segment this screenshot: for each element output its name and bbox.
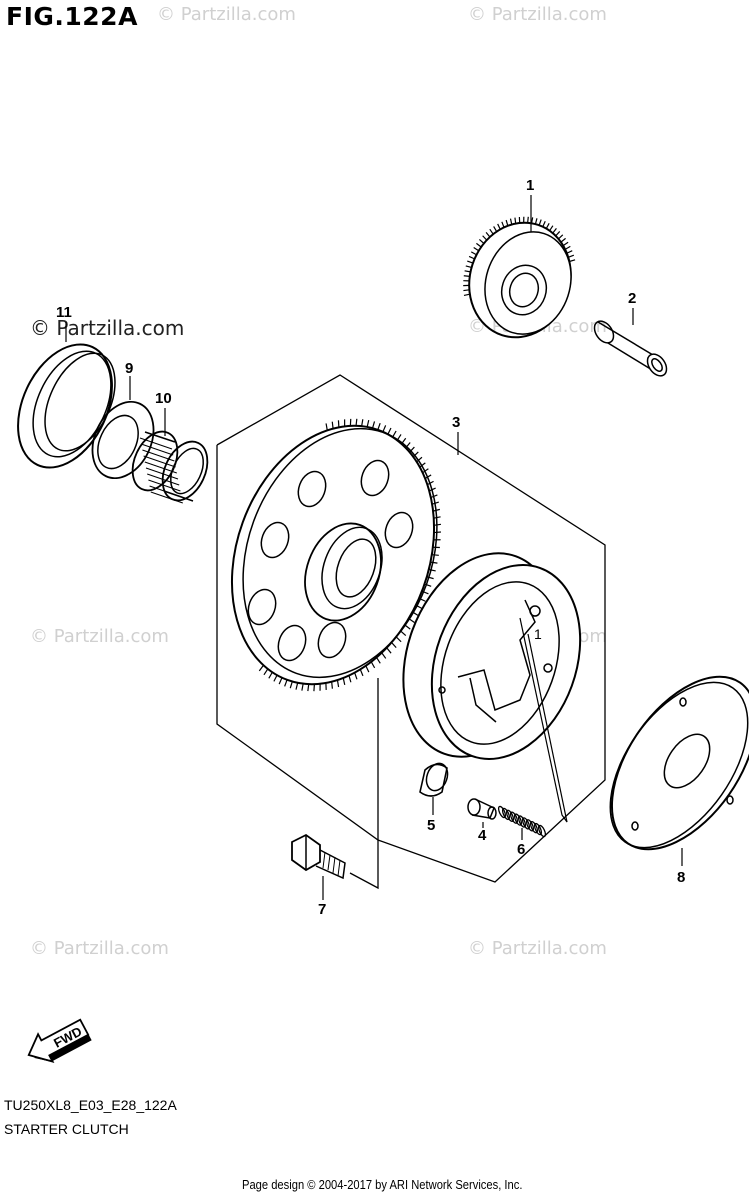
callout-1[interactable]: 1 <box>526 177 535 194</box>
watermark: © Partzilla.com <box>30 316 185 340</box>
watermark: © Partzilla.com <box>30 626 169 647</box>
figure-title: FIG.122A <box>6 2 138 31</box>
part-2-shaft[interactable] <box>591 318 671 380</box>
callout-leaders <box>65 195 683 900</box>
callout-9[interactable]: 9 <box>125 360 134 377</box>
callout-6[interactable]: 6 <box>517 841 526 858</box>
part-3-driven-gear[interactable] <box>197 397 470 713</box>
part-7-bolt[interactable] <box>291 833 346 880</box>
model-code: TU250XL8_E03_E28_122A <box>4 1097 177 1113</box>
part-6-spring[interactable] <box>497 805 547 838</box>
callout-10[interactable]: 10 <box>155 390 172 407</box>
fwd-arrow-icon: FWD <box>27 1018 92 1064</box>
callout-8[interactable]: 8 <box>677 869 686 886</box>
part-1-gear[interactable] <box>455 209 586 350</box>
watermark: © Partzilla.com <box>468 4 607 25</box>
callout-11[interactable]: 11 <box>56 304 72 321</box>
assembly-box <box>216 374 606 883</box>
part-10-bearing[interactable] <box>124 424 216 507</box>
callout-4[interactable]: 4 <box>478 827 487 844</box>
section-title: STARTER CLUTCH <box>4 1121 129 1137</box>
part-11-ring[interactable] <box>0 329 131 482</box>
callout-5[interactable]: 5 <box>427 817 436 834</box>
part-8-plate[interactable] <box>582 651 749 875</box>
callout-2[interactable]: 2 <box>628 290 637 307</box>
clutch-housing[interactable] <box>376 532 606 780</box>
callout-3[interactable]: 3 <box>452 414 461 431</box>
part-9-washer[interactable] <box>81 392 166 488</box>
watermark: © Partzilla.com <box>30 938 169 959</box>
callout-7[interactable]: 7 <box>318 901 327 918</box>
part-4-plunger[interactable] <box>467 798 497 820</box>
callout-inner-1[interactable]: 1 <box>534 626 542 642</box>
assembly-bracket <box>349 678 379 890</box>
leader-lines <box>519 617 568 823</box>
watermark: © Partzilla.com <box>468 938 607 959</box>
watermark: © Partzilla.com <box>157 4 296 25</box>
part-5-roller[interactable] <box>419 760 451 797</box>
copyright: Page design © 2004-2017 by ARI Network S… <box>242 1177 523 1192</box>
